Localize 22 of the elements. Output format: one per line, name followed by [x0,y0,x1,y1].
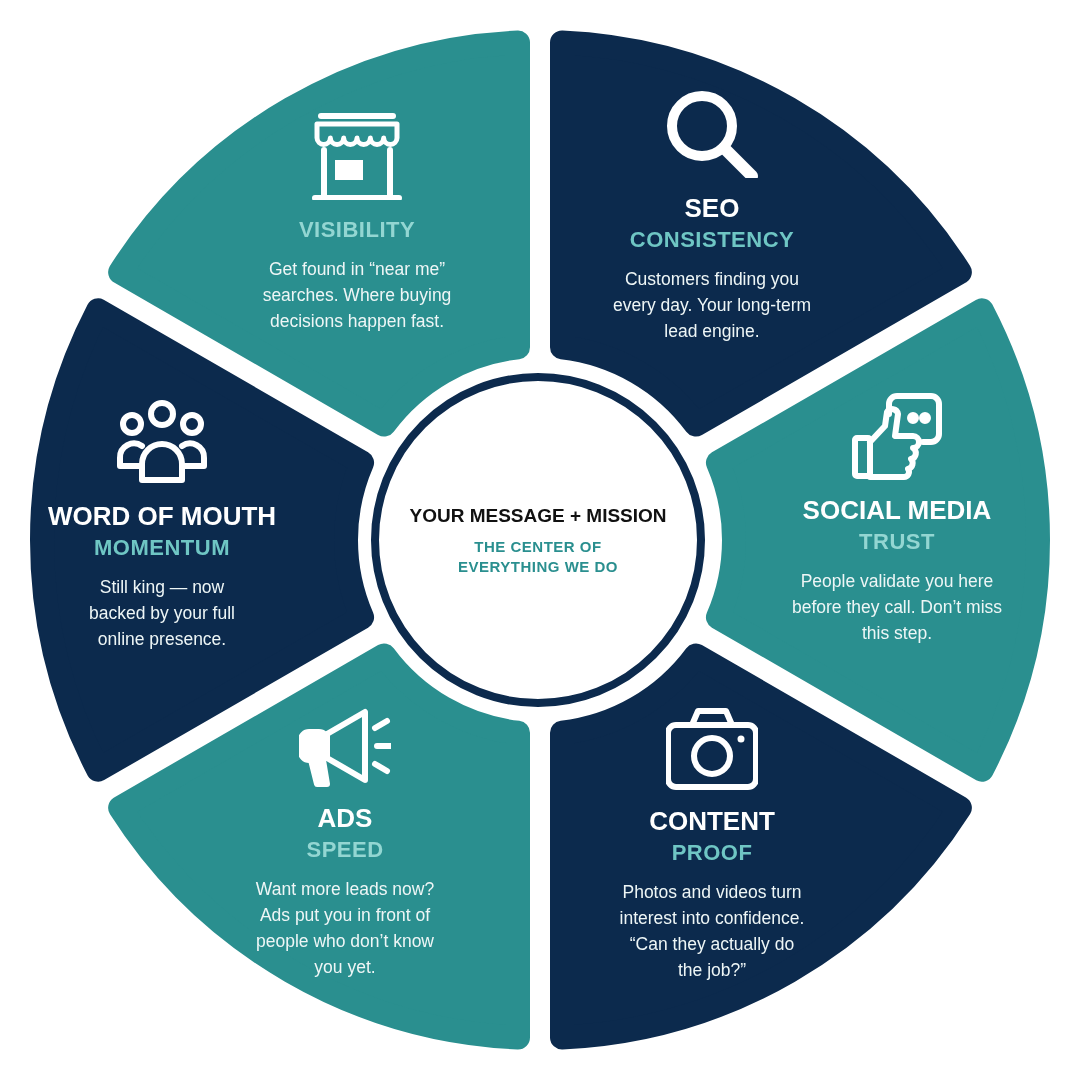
center-title: YOUR MESSAGE + MISSION [409,504,667,528]
segment-tagline: PROOF [671,839,753,867]
segment-tagline: CONSISTENCY [629,226,795,254]
center-subtitle: THE CENTER OF EVERYTHING WE DO [457,537,619,577]
segment-description: Photos and videos turn interest into confidence. “Can they actually do the job?” [618,881,806,982]
segment-title: SOCIAL MEDIA [802,494,992,526]
segment-description: Customers finding you every day. Your long-term lead engine. [611,268,813,343]
segment-tagline: SPEED [306,836,384,864]
segment-title: SEO [684,192,740,224]
segment-tagline: MOMENTUM [94,534,230,562]
segment-description: People validate you here before they call. Don’t miss this step. [790,570,1004,645]
segment-title: ADS [317,802,373,834]
wheel-segment [550,643,972,1050]
wheel-segment [108,30,530,437]
segment-title: CONTENT [649,805,775,837]
segment-description: Want more leads now? Ads put you in front of people who don’t know you yet. [254,878,436,979]
segment-tagline: TRUST [859,528,935,556]
segment-description: Get found in “near me” searches. Where buying decisions happen fast. [261,258,453,333]
segment-tagline: VISIBILITY [298,216,416,244]
segment-title: WORD OF MOUTH [47,500,277,532]
wheel-segment [550,30,972,437]
segment-description: Still king — now backed by your full online presence. [88,576,236,651]
